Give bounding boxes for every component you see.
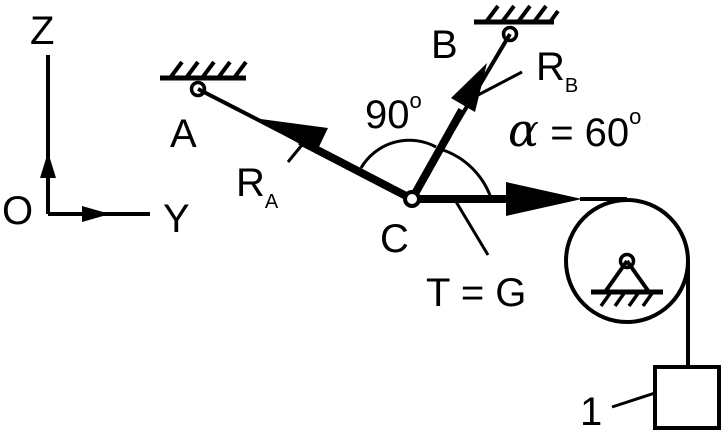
force-rb-shaft [408,108,466,201]
right-angle-value: 90o [365,88,422,137]
force-rb [408,32,523,201]
pulley-support-left [603,259,629,294]
support-b-hatch [484,4,560,24]
origin-label: O [2,189,33,233]
weight-block [653,365,721,430]
y-axis-arrowhead [82,206,110,222]
tension-label: T = G [426,271,526,315]
tension-leader [453,199,490,256]
support-b [474,4,560,43]
z-axis-label: Z [30,9,54,53]
pulley-support-right [625,259,651,294]
point-c-label: C [380,217,409,261]
force-rb-arrowhead [451,63,487,112]
force-ra-shaft [298,137,414,203]
force-rb-leader [477,70,523,97]
right-angle-arc [359,138,437,169]
pulley-base-hatch [599,290,655,308]
force-ra-arrowhead [253,118,328,153]
tension-arrowhead [506,182,582,216]
alpha-arc [442,148,493,199]
joint-c [403,190,421,208]
y-axis-label: Y [163,197,190,241]
z-axis-arrowhead [40,152,56,178]
force-ra-leader [286,139,308,163]
force-ra-label: RA [236,161,279,213]
force-ra [197,87,414,203]
tension-t [412,182,627,256]
force-rb-label: RB [536,45,578,97]
point-b-label: B [431,23,458,67]
support-a-hatch [168,60,248,80]
weight-leader [611,391,656,409]
alpha-angle-label: α = 60o [508,103,641,157]
coordinate-axes: Z Y O [2,9,190,241]
weight-number-label: 1 [580,390,602,433]
point-a-label: A [170,112,197,156]
pulley [564,198,690,324]
